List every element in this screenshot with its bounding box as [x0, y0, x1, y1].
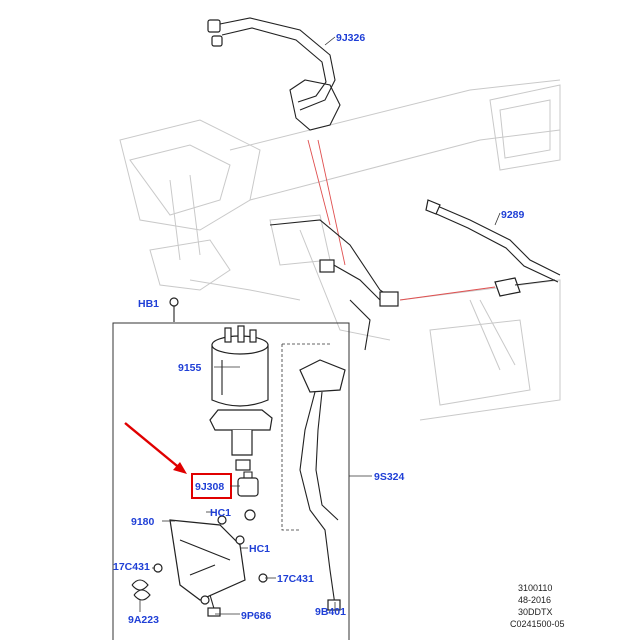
callout-9155[interactable]: 9155 [178, 362, 202, 374]
filter-housing [209, 409, 273, 471]
drawing-info-line-4: C0241500-05 [510, 619, 565, 629]
fuel-line-9289 [425, 199, 561, 297]
callout-leaders [139, 36, 501, 615]
callout-9180[interactable]: 9180 [131, 516, 155, 528]
fuel-line-9j326 [207, 17, 341, 131]
wiring-harness-9s324 [281, 343, 346, 611]
callout-hc1-lower[interactable]: HC1 [249, 543, 270, 555]
callout-hb1[interactable]: HB1 [138, 298, 159, 310]
callout-17c431-left[interactable]: 17C431 [113, 561, 150, 573]
inset-frame [112, 322, 350, 640]
callout-hc1-upper[interactable]: HC1 [210, 507, 231, 519]
clip-9a223 [131, 579, 151, 601]
callout-9a223[interactable]: 9A223 [128, 614, 159, 626]
callout-9289[interactable]: 9289 [501, 209, 525, 221]
red-leader-9j326-a [307, 139, 331, 226]
red-leader-9j326-b [317, 139, 346, 266]
highlight-arrow [124, 422, 187, 474]
connector-cluster [269, 219, 399, 351]
callout-9s324[interactable]: 9S324 [374, 471, 405, 483]
bracket-9180 [169, 515, 246, 605]
fuel-filter-9155 [211, 325, 269, 407]
drawing-info-line-3: 30DDTX [518, 607, 553, 617]
callout-9p686[interactable]: 9P686 [241, 610, 272, 622]
callout-17c431-right[interactable]: 17C431 [277, 573, 314, 585]
callout-9j308[interactable]: 9J308 [195, 481, 224, 493]
pipe-9p686 [207, 594, 221, 617]
drawing-info-line-1: 3100110 [518, 583, 552, 593]
bolt-hb1 [169, 297, 179, 322]
sensor-9j308 [237, 471, 259, 521]
callout-9b401[interactable]: 9B401 [315, 606, 346, 618]
red-leader-9289 [399, 286, 496, 301]
callout-9j326[interactable]: 9J326 [336, 32, 365, 44]
drawing-info-line-2: 48-2016 [518, 595, 551, 605]
